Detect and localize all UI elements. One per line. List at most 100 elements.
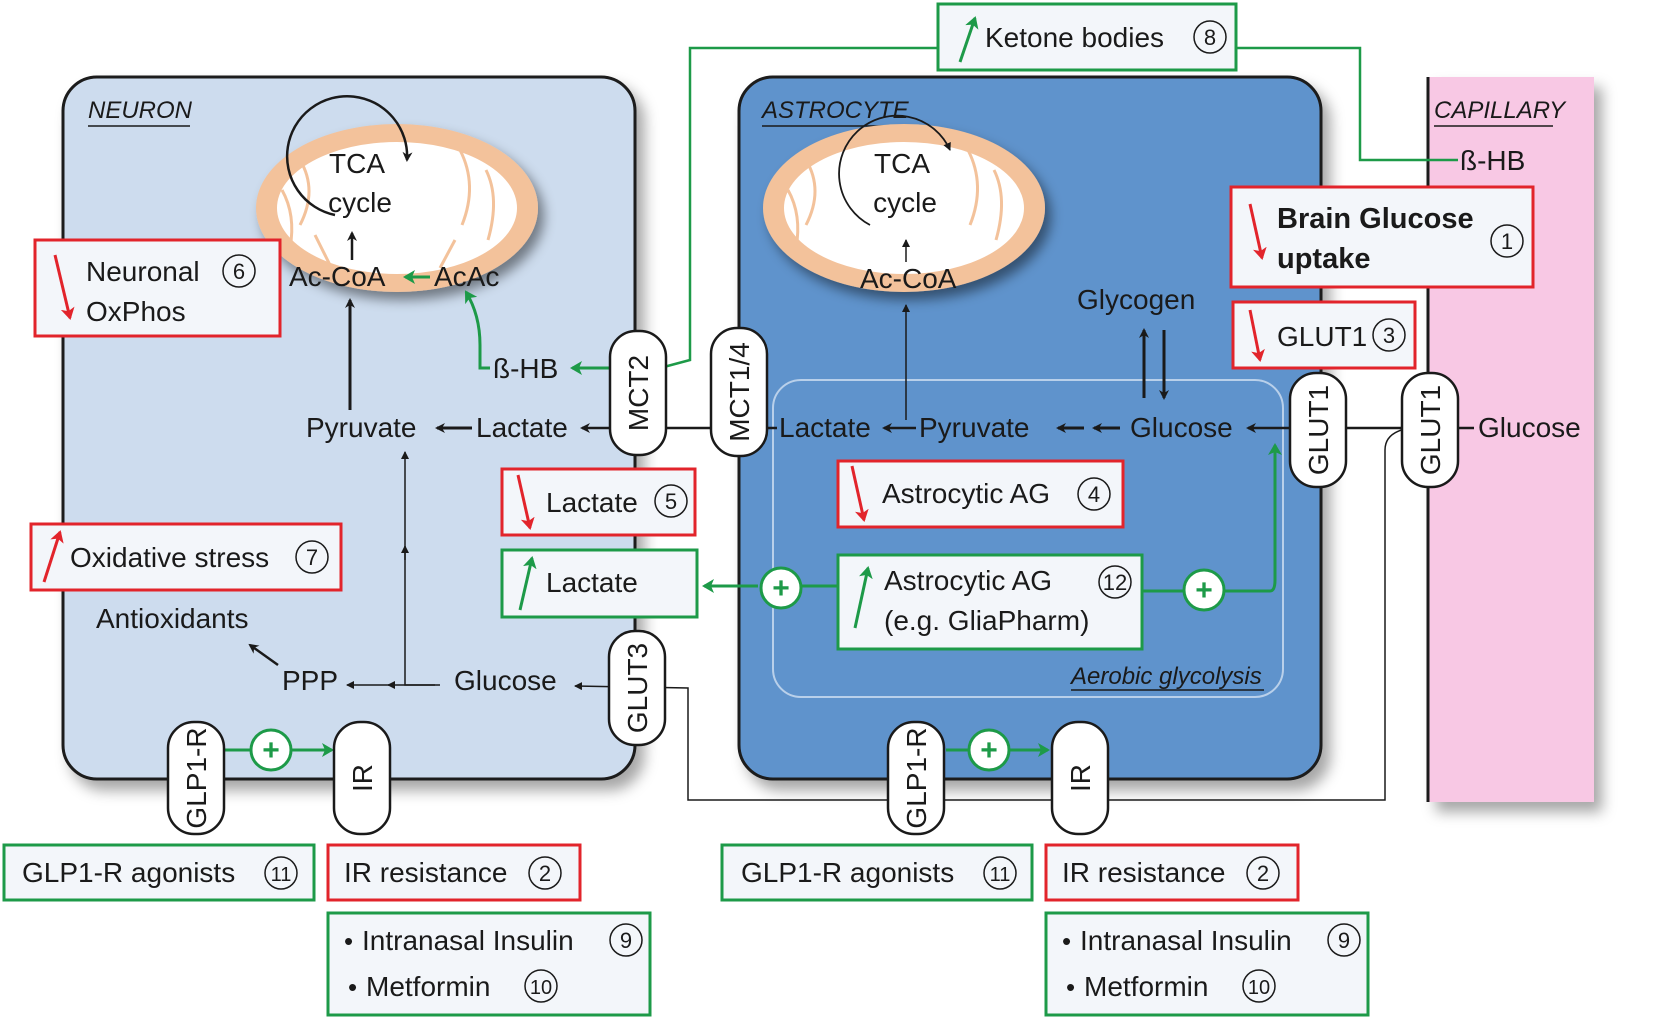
ppp-to-antioxidants-arrow xyxy=(248,643,279,667)
astrocyte-tca-cycle-arrow xyxy=(838,114,951,226)
svg-text:2: 2 xyxy=(1257,861,1269,886)
neuron-pyruvate: Pyruvate xyxy=(306,412,417,443)
astrocytic-ag-increase-box: Astrocytic AG (e.g. GliaPharm) 12 xyxy=(836,553,1144,651)
svg-text:Ketone bodies: Ketone bodies xyxy=(985,22,1164,53)
svg-text:IR resistance: IR resistance xyxy=(1062,857,1225,888)
svg-text:•: • xyxy=(348,972,357,1002)
astrocyte-glp1r-agonists-box: GLP1-R agonists 11 xyxy=(720,843,1034,902)
svg-text:GLUT1: GLUT1 xyxy=(1277,321,1367,352)
astrocyte-glucose: Glucose xyxy=(1130,412,1233,443)
neuron-glp1r-agonists-box: GLP1-R agonists 11 xyxy=(2,843,316,902)
aerobic-glycolysis-label: Aerobic glycolysis xyxy=(1069,663,1262,690)
svg-text:+: + xyxy=(262,734,280,767)
neuron-bhb: ß-HB xyxy=(493,353,558,384)
svg-text:GLP1-R agonists: GLP1-R agonists xyxy=(22,857,235,888)
svg-text:IR: IR xyxy=(347,764,378,792)
plus-circle-glut1: + xyxy=(1182,568,1226,612)
astrocyte-tca-label: TCA xyxy=(874,148,930,179)
svg-text:GLP1-R agonists: GLP1-R agonists xyxy=(741,857,954,888)
capillary-glucose: Glucose xyxy=(1478,412,1581,443)
svg-text:6: 6 xyxy=(233,259,245,284)
astrocyte-glp1r-receptor: GLP1-R xyxy=(886,720,946,836)
lactate-reduction-box: Lactate 5 xyxy=(500,467,697,537)
svg-text:(e.g. GliaPharm): (e.g. GliaPharm) xyxy=(884,605,1089,636)
mct2-transporter: MCT2 xyxy=(608,329,668,457)
neuron-acac: AcAc xyxy=(434,261,499,292)
svg-text:•: • xyxy=(1062,926,1071,956)
svg-text:GLP1-R: GLP1-R xyxy=(901,727,932,828)
svg-text:•: • xyxy=(1066,972,1075,1002)
plus-circle-astro-glp1: + xyxy=(967,728,1011,772)
neuron-glp1r-receptor: GLP1-R xyxy=(166,720,226,836)
brain-glucose-uptake-box: Brain Glucose uptake 1 xyxy=(1229,185,1535,289)
neuron-tca-cycle-arrow xyxy=(285,95,413,217)
svg-text:7: 7 xyxy=(306,545,318,570)
svg-text:Astrocytic AG: Astrocytic AG xyxy=(884,565,1052,596)
svg-text:MCT1/4: MCT1/4 xyxy=(724,342,755,442)
astrocyte-glut1-transporter: GLUT1 xyxy=(1288,371,1348,489)
astrocyte-mitochondrion xyxy=(763,124,1045,292)
neuron-ir-receptor: IR xyxy=(332,720,392,836)
svg-text:9: 9 xyxy=(1338,928,1350,953)
neuron-lactate: Lactate xyxy=(476,412,568,443)
svg-text:Lactate: Lactate xyxy=(546,487,638,518)
capillary-bhb: ß-HB xyxy=(1460,145,1525,176)
astrocyte-ir-receptor: IR xyxy=(1050,720,1110,836)
svg-text:5: 5 xyxy=(665,489,677,514)
neuron-ir-resistance-box: IR resistance 2 xyxy=(326,843,582,902)
svg-text:11: 11 xyxy=(271,864,292,886)
svg-text:+: + xyxy=(980,734,998,767)
astrocytic-ag-reduction-box: Astrocytic AG 4 xyxy=(836,459,1125,529)
bhb-to-acac-arrow xyxy=(464,290,490,370)
neuron-label: NEURON xyxy=(88,97,193,124)
oxidative-stress-box: Oxidative stress 7 xyxy=(29,522,343,592)
neuron-treatments-box: • Intranasal Insulin 9 • Metformin 10 xyxy=(326,911,652,1017)
ag-to-glut1-path xyxy=(1142,443,1282,593)
svg-text:Lactate: Lactate xyxy=(546,567,638,598)
capillary-glut1-transporter: GLUT1 xyxy=(1400,371,1460,489)
svg-text:MCT2: MCT2 xyxy=(623,355,654,431)
astrocyte-cycle-label: cycle xyxy=(873,187,937,218)
svg-text:IR: IR xyxy=(1065,764,1096,792)
svg-text:Brain Glucose: Brain Glucose xyxy=(1277,203,1474,235)
svg-text:3: 3 xyxy=(1383,323,1395,348)
svg-text:Metformin: Metformin xyxy=(1084,971,1208,1002)
svg-text:8: 8 xyxy=(1204,25,1216,50)
svg-text:1: 1 xyxy=(1501,229,1513,254)
svg-text:9: 9 xyxy=(620,928,632,953)
svg-text:OxPhos: OxPhos xyxy=(86,296,186,327)
svg-text:Intranasal Insulin: Intranasal Insulin xyxy=(362,925,574,956)
neuron-glucose: Glucose xyxy=(454,665,557,696)
astrocyte-treatments-box: • Intranasal Insulin 9 • Metformin 10 xyxy=(1044,911,1370,1017)
neuron-mitochondrion xyxy=(256,124,538,292)
svg-text:GLUT1: GLUT1 xyxy=(1303,385,1334,475)
svg-text:GLP1-R: GLP1-R xyxy=(181,727,212,828)
neuron-cycle-label: cycle xyxy=(328,187,392,218)
svg-text:IR resistance: IR resistance xyxy=(344,857,507,888)
neuron-antioxidants: Antioxidants xyxy=(96,603,249,634)
svg-text:Oxidative stress: Oxidative stress xyxy=(70,542,269,573)
glut1-reduction-box: GLUT1 3 xyxy=(1231,300,1417,370)
mct14-transporter: MCT1/4 xyxy=(709,326,769,458)
neuron-ppp: PPP xyxy=(282,665,338,696)
astrocyte-label: ASTROCYTE xyxy=(760,97,910,124)
capillary-label: CAPILLARY xyxy=(1434,97,1567,124)
glut3-transporter: GLUT3 xyxy=(607,629,667,747)
svg-text:4: 4 xyxy=(1088,482,1100,507)
svg-text:uptake: uptake xyxy=(1277,243,1370,275)
svg-text:Astrocytic AG: Astrocytic AG xyxy=(882,478,1050,509)
svg-text:GLUT1: GLUT1 xyxy=(1415,385,1446,475)
neuronal-oxphos-box: Neuronal OxPhos 6 xyxy=(33,238,282,338)
plus-circle-lactate: + xyxy=(759,566,803,610)
svg-text:Neuronal: Neuronal xyxy=(86,256,200,287)
svg-text:•: • xyxy=(344,926,353,956)
ketone-bodies-box: Ketone bodies 8 xyxy=(936,2,1238,72)
astrocyte-lactate: Lactate xyxy=(779,412,871,443)
svg-text:10: 10 xyxy=(530,977,552,999)
svg-text:Metformin: Metformin xyxy=(366,971,490,1002)
svg-text:+: + xyxy=(772,572,790,605)
plus-circle-neuron-glp1: + xyxy=(249,728,293,772)
svg-text:12: 12 xyxy=(1103,570,1127,595)
svg-text:GLUT3: GLUT3 xyxy=(622,643,653,733)
